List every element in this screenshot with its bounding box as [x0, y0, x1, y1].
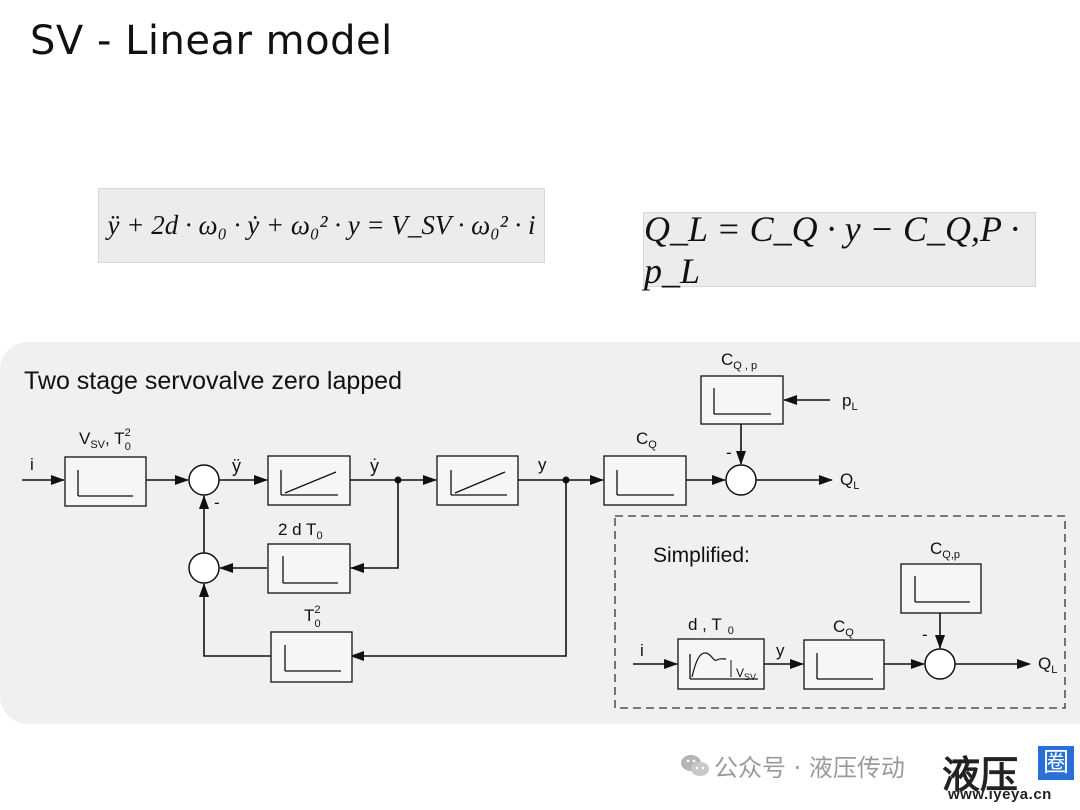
simp-dynamics-block: [677, 638, 765, 690]
simp-output-ql-label: QL: [1038, 654, 1057, 676]
cqp-label: CQ , p: [721, 350, 757, 372]
motion-equation: ÿ + 2d · ω₀ · ẏ + ω₀² · y = V_SV · ω₀² ·…: [98, 188, 545, 263]
damping-block: [267, 543, 351, 594]
cq-label: CQ: [636, 429, 657, 451]
simp-sum-junction: [924, 648, 956, 680]
panel-heading: Two stage servovalve zero lapped: [24, 367, 402, 395]
input-i-label: i: [30, 455, 34, 474]
integrator-1-block: [267, 455, 351, 506]
sum-junction-2: [188, 552, 220, 584]
pl-label: pL: [842, 391, 858, 413]
cqp-block: [700, 375, 784, 425]
flow-equation-text: Q_L = C_Q · y − C_Q,P · p_L: [644, 208, 1020, 291]
simp-vsv-label: VSV: [736, 666, 756, 682]
simplified-heading: Simplified:: [653, 544, 750, 567]
logo-text: 液压: [942, 753, 1019, 797]
integrator-2-block: [436, 455, 519, 506]
cq-block: [603, 455, 687, 506]
footer-account-text: 公众号 · 液压传动: [714, 754, 905, 782]
wechat-icon: [681, 755, 709, 776]
motion-equation-text: ÿ + 2d · ω₀ · ẏ + ω₀² · y = V_SV · ω₀² ·…: [107, 210, 536, 240]
sum-junction-1: [188, 464, 220, 496]
site-logo: 液压 圈 www.iyeya.cn: [942, 744, 1076, 806]
logo-url: www.iyeya.cn: [948, 786, 1052, 803]
logo-corner-badge: 圈: [1038, 746, 1074, 780]
y-label: y: [538, 455, 547, 474]
simplified-box: [614, 515, 1066, 709]
simp-cqp-block: [900, 563, 982, 614]
slide-title: SV - Linear model: [30, 18, 393, 64]
simp-y-label: y: [776, 641, 785, 660]
yddot-label: ÿ: [232, 456, 241, 476]
damping-label: 2 d T0: [278, 520, 323, 542]
sum-junction-output: [725, 464, 757, 496]
flow-equation: Q_L = C_Q · y − C_Q,P · p_L: [643, 209, 1036, 291]
simp-input-i-label: i: [640, 641, 644, 660]
sum1-minus: -: [214, 493, 220, 512]
output-ql-label: QL: [840, 470, 859, 492]
output-sum-minus: -: [726, 443, 732, 462]
ydot-label: ẏ: [370, 456, 379, 476]
simp-cqp-label: CQ,p: [930, 539, 960, 561]
simp-cq-block: [803, 639, 885, 690]
block-diagram-panel: [0, 342, 1080, 724]
vsv-gain-block: [64, 456, 147, 507]
simp-sum-minus: -: [922, 625, 928, 644]
simp-cq-label: CQ: [833, 617, 854, 639]
stiffness-block: [270, 631, 353, 683]
